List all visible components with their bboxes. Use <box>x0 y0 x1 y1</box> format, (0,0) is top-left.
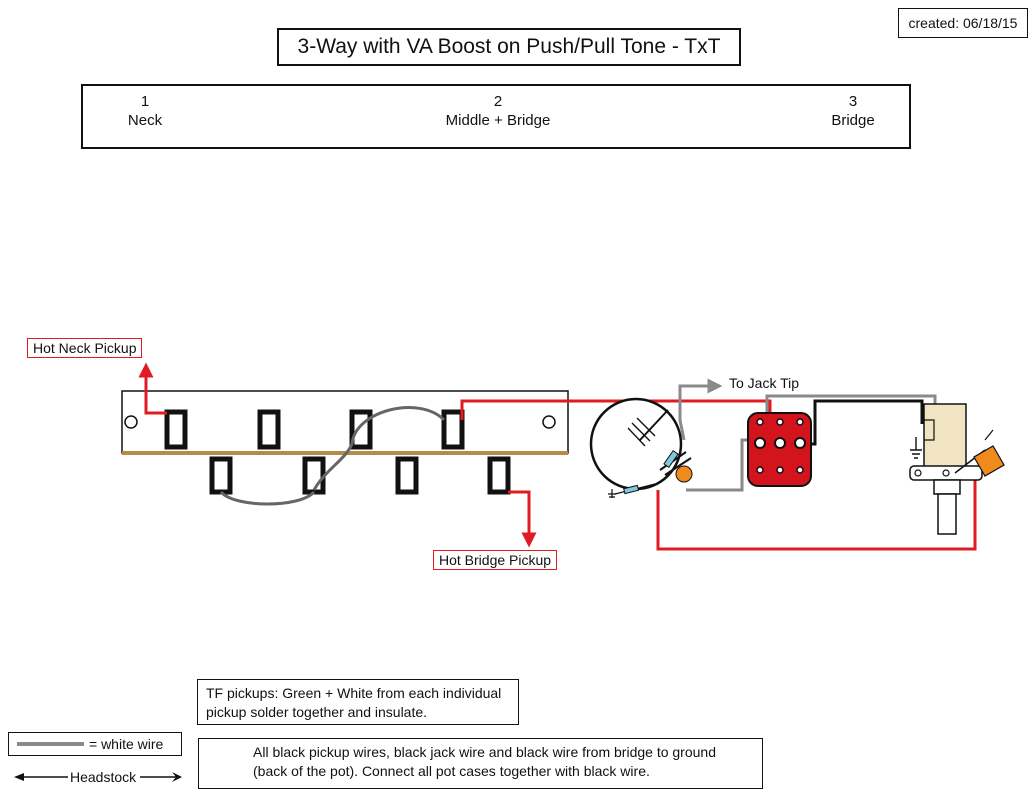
hot-neck-label: Hot Neck Pickup <box>27 338 143 358</box>
ground-icon <box>608 489 616 498</box>
headstock-label: Headstock <box>70 769 137 785</box>
switch-lug <box>164 409 188 450</box>
mount-hole-icon <box>542 415 556 429</box>
selector-switch <box>121 390 569 495</box>
position-3: 3 Bridge <box>813 92 893 130</box>
capacitor-icon <box>675 465 693 483</box>
black-wire <box>805 399 924 446</box>
diagram-title: 3-Way with VA Boost on Push/Pull Tone - … <box>277 28 741 66</box>
white-wire-legend: = white wire <box>8 732 182 756</box>
hot-neck-wire <box>138 362 167 415</box>
position-1: 1 Neck <box>115 92 175 130</box>
switch-lug <box>209 456 233 495</box>
switch-lug <box>487 456 511 495</box>
ground-note: All black pickup wires, black jack wire … <box>198 738 763 789</box>
position-number: 1 <box>140 93 150 110</box>
position-label: Bridge <box>831 112 875 129</box>
resistor-icon <box>663 450 679 468</box>
capacitor-icon <box>973 445 1005 477</box>
switch-lug <box>395 456 419 495</box>
position-2: 2 Middle + Bridge <box>423 92 573 130</box>
tf-pickups-note: TF pickups: Green + White from each indi… <box>197 679 519 725</box>
position-label: Middle + Bridge <box>445 112 551 129</box>
switch-jumpers <box>219 406 446 506</box>
ground-icon <box>910 437 922 459</box>
mount-hole-icon <box>124 415 138 429</box>
created-date: created: 06/18/15 <box>898 8 1028 38</box>
jack-tip-label: To Jack Tip <box>729 375 800 391</box>
position-number: 2 <box>493 93 503 110</box>
headstock-arrow-icon <box>14 772 182 782</box>
position-number: 3 <box>848 93 858 110</box>
white-wire-legend-label: = white wire <box>89 736 164 752</box>
switch-lug <box>349 409 373 450</box>
hot-bridge-wire <box>508 490 537 548</box>
tone-pot <box>589 397 693 498</box>
switch-positions-table: 1 Neck 2 Middle + Bridge 3 Bridge <box>81 84 911 149</box>
push-pull-switch <box>747 412 812 487</box>
hot-bridge-label: Hot Bridge Pickup <box>433 550 558 570</box>
resistor-icon <box>623 484 640 495</box>
jack-return-wire <box>656 480 977 551</box>
output-jack <box>909 403 1005 535</box>
switch-lug <box>441 409 465 450</box>
position-label: Neck <box>127 112 163 129</box>
switch-lug <box>257 409 281 450</box>
